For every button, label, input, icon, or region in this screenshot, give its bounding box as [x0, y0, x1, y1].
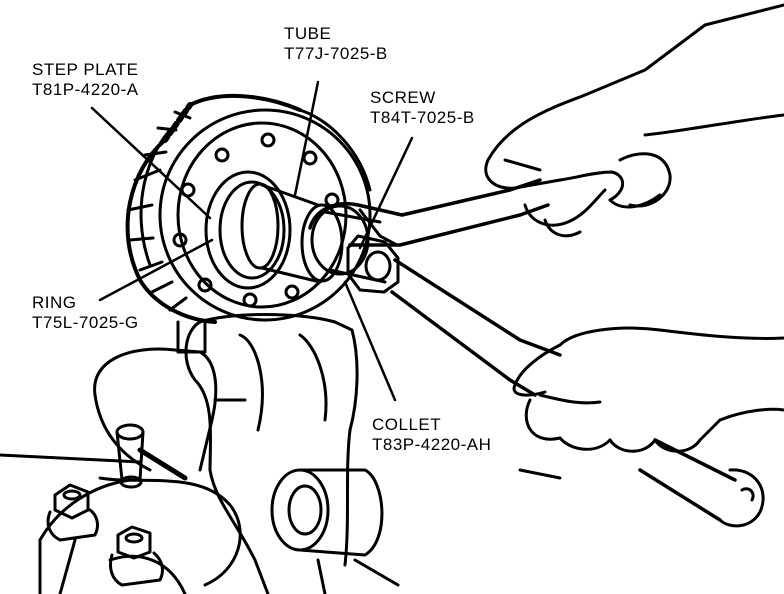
leader-screw	[358, 136, 414, 250]
screw-part-number: T84T-7025-B	[370, 108, 475, 127]
ring-part-number: T75L-7025-G	[32, 313, 139, 332]
bolt-left	[46, 483, 99, 542]
leader-collet	[343, 280, 397, 402]
leader-step-plate	[90, 106, 212, 220]
callout-step-plate: STEP PLATE T81P-4220-A	[32, 60, 139, 100]
step-plate-part-number: T81P-4220-A	[32, 80, 139, 99]
callout-tube: TUBE T77J-7025-B	[284, 24, 388, 64]
bench-edge	[0, 453, 562, 480]
vise-base	[38, 347, 242, 594]
tube-name: TUBE	[284, 24, 332, 43]
leader-ring	[98, 238, 214, 302]
long-wrench	[390, 258, 765, 528]
step-plate	[204, 170, 292, 290]
box-wrench	[308, 152, 672, 247]
callout-ring: RING T75L-7025-G	[32, 293, 139, 333]
upper-hand	[484, 3, 784, 238]
tube	[240, 182, 344, 284]
leader-lines	[90, 80, 414, 402]
ring-gear	[125, 94, 372, 324]
callout-collet: COLLET T83P-4220-AH	[372, 415, 491, 455]
bolt-right	[108, 525, 164, 587]
vise-handle	[115, 423, 188, 489]
vise-screw	[270, 468, 400, 594]
collet-part-number: T83P-4220-AH	[372, 435, 492, 454]
screw-name: SCREW	[370, 88, 436, 107]
leader-tube	[293, 80, 320, 197]
tube-part-number: T77J-7025-B	[284, 44, 388, 63]
callout-screw: SCREW T84T-7025-B	[370, 88, 475, 128]
step-plate-name: STEP PLATE	[32, 60, 139, 79]
ring-name: RING	[32, 293, 77, 312]
screw-head	[346, 234, 400, 294]
collet-name: COLLET	[372, 415, 442, 434]
lower-hand	[512, 326, 784, 453]
